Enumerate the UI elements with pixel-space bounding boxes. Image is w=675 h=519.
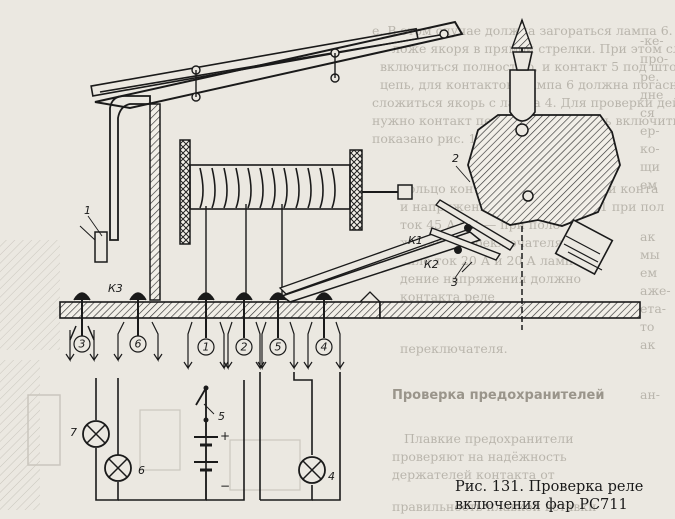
terminal-5 (257, 292, 299, 370)
figure-caption: Рис. 131. Проверка реле включения фар РС… (455, 478, 670, 514)
contact-k1-label: К1 (408, 234, 423, 247)
relay-bracket (79, 95, 161, 301)
headlight-switch (467, 17, 621, 330)
terminal-6-label: 6 (135, 338, 142, 351)
bg-heading: Проверка предохранителей (392, 388, 605, 403)
lamp-6 (104, 454, 132, 482)
margin-fragment: ер- (640, 123, 660, 138)
margin-fragment: ан- (640, 387, 661, 402)
margin-fragment: ся (640, 105, 655, 120)
battery-icon (194, 420, 218, 490)
callouts: 1 2 3 5 7 6 4 К1 К2 К3 (70, 152, 471, 483)
callout-3: 3 (451, 276, 458, 289)
margin-fragment: то (640, 319, 655, 334)
callout-5: 5 (218, 410, 225, 423)
contact-k3-label: К3 (108, 282, 123, 295)
margin-fragment: ак (640, 337, 656, 352)
margin-fragment: мы (640, 247, 660, 262)
bg-line: дение напряжения должно (400, 271, 582, 286)
contact-k2-label: К2 (424, 258, 439, 271)
margin-fragment: про- (640, 51, 669, 66)
terminal-4-label: 4 (321, 341, 328, 354)
callout-2: 2 (452, 152, 459, 165)
margin-fragment: ем (640, 177, 658, 192)
margin-fragment: ко- (640, 141, 660, 156)
test-switch (195, 385, 209, 423)
terminal-3-label: 3 (79, 338, 86, 351)
terminal-1-label: 1 (203, 341, 210, 354)
terminal-2-label: 2 (241, 341, 248, 354)
bg-line: ложе якоря в прямой стрелки. При этом сл (392, 41, 675, 56)
terminal-5-label: 5 (275, 341, 282, 354)
margin-fragment: щи (640, 159, 660, 174)
margin-fragment: ак (640, 229, 656, 244)
terminal-6 (113, 292, 163, 362)
callout-4: 4 (328, 470, 335, 483)
wiring (95, 372, 341, 501)
lamp-4 (298, 456, 326, 484)
callout-7: 7 (70, 426, 77, 439)
margin-fragment: ем (640, 265, 658, 280)
base-plate (59, 301, 641, 319)
contact-springs (278, 199, 515, 303)
armature-lever (90, 20, 464, 110)
bg-line: контакта реле (400, 289, 495, 304)
caption-line-2: включения фар РС711 (455, 497, 628, 513)
ghost-background-drawing (0, 240, 301, 510)
caption-line-1: Рис. 131. Проверка реле (455, 479, 644, 495)
terminal-number-labels: 3 6 1 2 5 4 (73, 335, 333, 356)
margin-fragment: ета- (640, 301, 666, 316)
terminal-3 (65, 292, 99, 362)
margin-fragment: аже- (640, 283, 671, 298)
bg-line: Плавкие предохранители (404, 431, 574, 446)
margin-fragment: дне (640, 87, 664, 102)
callout-1: 1 (84, 204, 91, 217)
terminal-2 (223, 292, 265, 370)
relay-core (179, 139, 413, 245)
margin-fragment: ре. (640, 69, 660, 84)
bg-line: проверяют на надёжность (392, 449, 567, 464)
callout-6: 6 (138, 464, 145, 477)
battery-plus-sign: + (220, 429, 230, 443)
terminal-4 (303, 292, 345, 370)
relay-coil-winding (199, 167, 336, 300)
battery-minus-sign: − (220, 479, 230, 493)
bg-line: переключателя. (400, 341, 508, 356)
bg-line: силе ток 20 А и 20 А лампа па (400, 253, 601, 268)
bg-line: правильность плавкой вставки (392, 499, 597, 514)
lamp-7 (82, 420, 110, 448)
margin-fragment: -ке- (640, 33, 664, 48)
bg-line: держателей контакта от (392, 467, 555, 482)
